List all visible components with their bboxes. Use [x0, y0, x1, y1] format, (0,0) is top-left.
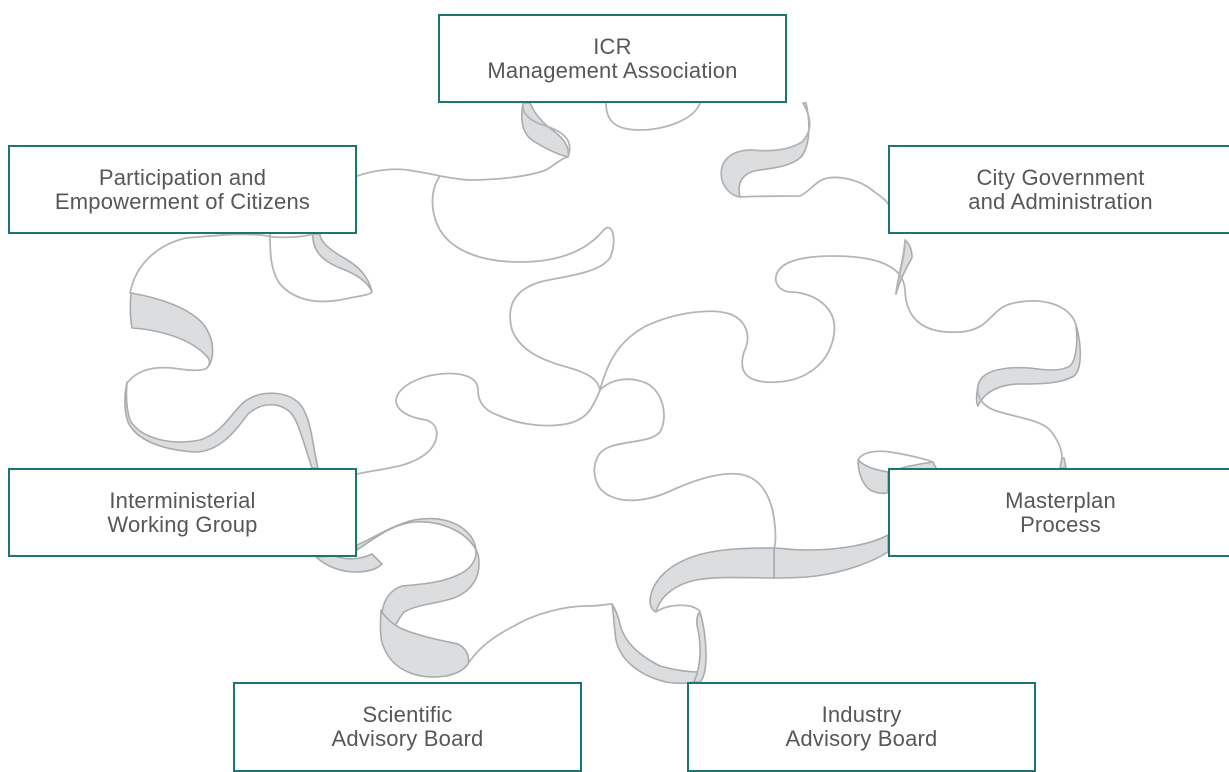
box-title-line2: Empowerment of Citizens — [54, 188, 311, 214]
edge-face — [857, 459, 889, 495]
edge-face — [356, 517, 480, 649]
puzzle-outline-path — [976, 385, 1063, 459]
puzzle-outline-path — [431, 175, 615, 391]
edge-face — [129, 292, 214, 369]
box-title-line2: Advisory Board — [331, 726, 484, 751]
icr-management-association-box: ICR Management Association — [438, 14, 787, 103]
puzzle-outline-path — [269, 233, 373, 303]
edge-face — [611, 603, 701, 685]
puzzle-outline-path — [655, 604, 701, 613]
box-title-line2: and Administration — [968, 188, 1153, 214]
box-title-line2: Management Association — [487, 57, 738, 83]
box-title-line2: Advisory Board — [785, 726, 938, 751]
interministerial-working-group-box: Interministerial Working Group — [8, 468, 357, 557]
puzzle-outline-path — [895, 239, 906, 295]
edge-face — [773, 534, 889, 579]
puzzle-outline-path — [857, 450, 934, 463]
box-title-line1: Industry — [821, 702, 902, 727]
scientific-advisory-board-box: Scientific Advisory Board — [233, 682, 582, 772]
box-title-line1: Scientific — [362, 702, 453, 727]
puzzle-outline-path — [720, 102, 889, 205]
masterplan-process-box: Masterplan Process — [888, 468, 1229, 557]
edge-face — [124, 381, 319, 469]
puzzle-outline-path — [593, 378, 777, 549]
puzzle-outline-path — [467, 603, 613, 665]
edge-face — [1059, 457, 1067, 469]
edge-face — [975, 324, 1082, 407]
participation-empowerment-box: Participation and Empowerment of Citizen… — [8, 145, 357, 234]
puzzle-outline-path — [605, 102, 701, 131]
box-title-line1: ICR — [593, 33, 632, 59]
box-title-line1: Interministerial — [109, 487, 256, 513]
box-title-line1: City Government — [976, 164, 1145, 190]
edge-face — [520, 102, 570, 158]
puzzle-outline — [127, 102, 1077, 665]
edge-face — [315, 553, 383, 573]
industry-advisory-board-box: Industry Advisory Board — [687, 682, 1036, 772]
city-government-box: City Government and Administration — [888, 145, 1229, 234]
puzzle-outline-path — [129, 233, 314, 294]
box-title-line2: Process — [1020, 511, 1101, 537]
puzzle-outline-path — [127, 366, 208, 383]
puzzle-outline-path — [356, 102, 571, 181]
edge-face — [312, 233, 373, 293]
box-title-line1: Masterplan — [1005, 487, 1116, 513]
puzzle-outline-path — [599, 255, 1077, 391]
puzzle-outline-path — [356, 372, 601, 475]
box-title-line1: Participation and — [98, 164, 267, 190]
puzzle-edge-faces — [124, 102, 1082, 685]
box-title-line2: Working Group — [107, 511, 258, 537]
edge-face — [649, 547, 775, 613]
